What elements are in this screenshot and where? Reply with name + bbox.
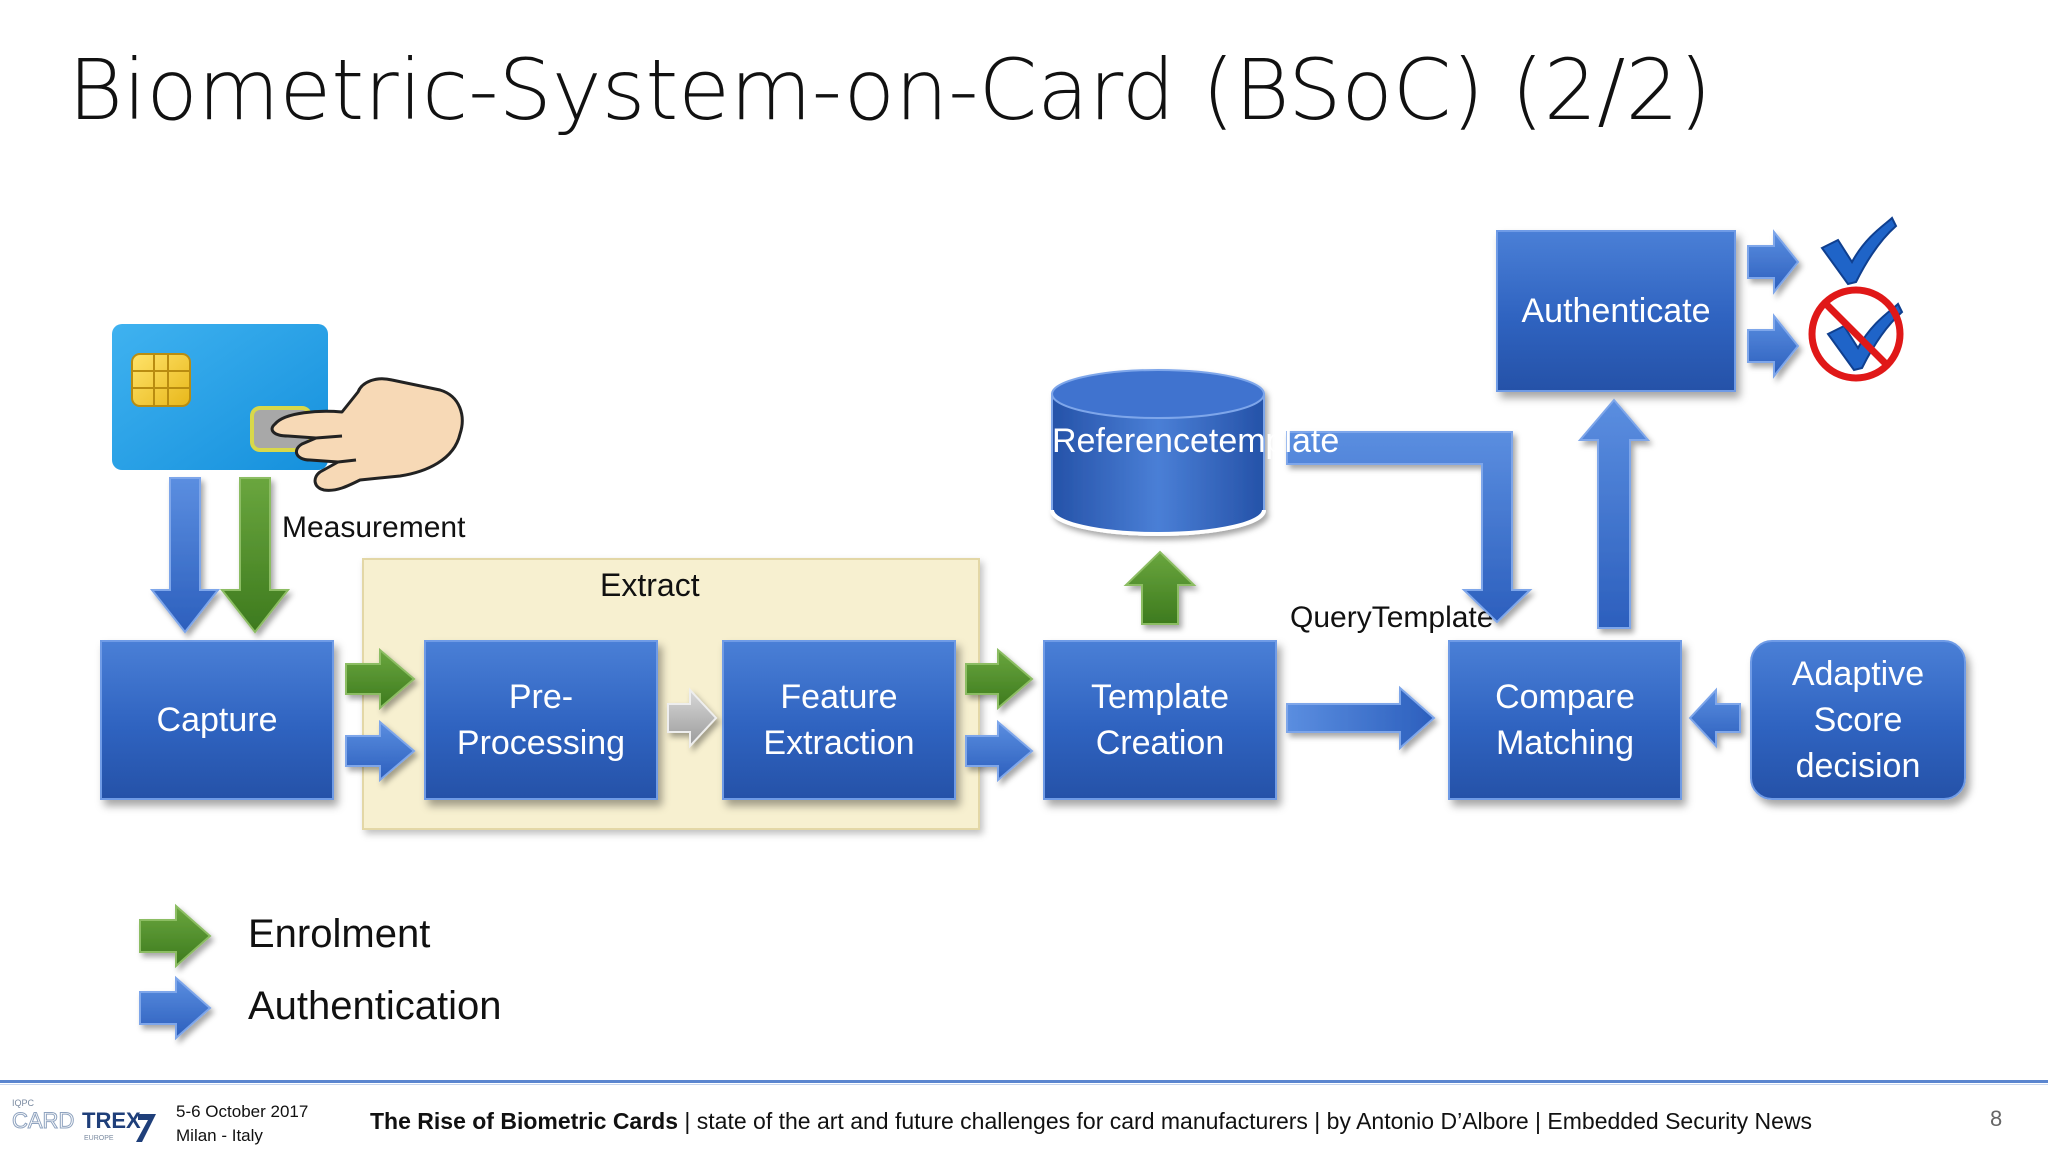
- label-line: Authenticate: [1521, 292, 1711, 330]
- enrolment-arrow-right: [965, 647, 1034, 711]
- label-line: Extraction: [763, 724, 915, 762]
- chip-icon: [131, 353, 191, 407]
- svg-text:EUROPE: EUROPE: [84, 1135, 114, 1142]
- checkmark-icon: [1820, 216, 1898, 286]
- label-line: Template: [1091, 678, 1229, 716]
- extract-label: Extract: [600, 567, 700, 603]
- authentication-arrow-right-long: [1286, 685, 1436, 751]
- enrolment-arrow-right: [345, 647, 416, 711]
- measurement-label: Measurement: [282, 511, 466, 544]
- capture-block: Capture: [100, 640, 334, 800]
- query-template-label: QueryTemplate: [1290, 597, 1493, 638]
- event-date: 5-6 October 2017 Milan - Italy: [176, 1102, 309, 1145]
- cardtrex-logo: IQPC CARD TREX EUROPE: [12, 1098, 156, 1142]
- authentication-arrow-up: [1577, 398, 1651, 629]
- authentication-arrow-down: [149, 477, 221, 634]
- label-line: Template: [1371, 601, 1494, 634]
- authentication-arrow-left: [1688, 687, 1741, 749]
- legend-authentication-arrow: [139, 975, 212, 1041]
- authentication-arrow-reject: [1747, 313, 1800, 379]
- label-line: Query: [1290, 601, 1372, 634]
- footer-divider-light: [0, 1084, 2048, 1085]
- label-line: decision: [1795, 747, 1921, 785]
- authenticate-block: Authenticate: [1496, 230, 1736, 392]
- shared-arrow-right: [667, 687, 718, 749]
- enrolment-arrow-up: [1123, 550, 1197, 625]
- authentication-arrow-right: [345, 719, 416, 783]
- pre-processing-block: Pre- Processing: [424, 640, 658, 800]
- legend-authentication-label: Authentication: [248, 984, 502, 1028]
- authentication-arrow-elbow: [1286, 431, 1533, 624]
- enrolment-arrow-down: [219, 477, 291, 634]
- label-line: Reference: [1052, 422, 1209, 460]
- page-number: 8: [1990, 1106, 2003, 1131]
- rejected-checkmark-icon: [1808, 286, 1904, 382]
- label-line: Creation: [1095, 724, 1225, 762]
- legend-enrolment-label: Enrolment: [248, 912, 431, 956]
- reference-template-label: Referencetemplate: [1052, 418, 1339, 464]
- label-line: template: [1208, 422, 1340, 460]
- page-title: Biometric-System-on-Card (BSoC) (2/2): [68, 41, 1712, 139]
- finger-hand-icon: [270, 377, 464, 492]
- authentication-arrow-accept: [1747, 229, 1800, 295]
- diagram-arrows: [139, 216, 1904, 1041]
- smart-card-icon: [112, 324, 464, 492]
- footer-talk-info: The Rise of Biometric Cards | state of t…: [370, 1108, 1813, 1134]
- authentication-arrow-right: [965, 719, 1034, 783]
- footer-divider: [0, 1080, 2048, 1083]
- svg-text:TREX: TREX: [82, 1108, 141, 1133]
- label-line: Score: [1813, 701, 1903, 739]
- reference-template-database: [1050, 369, 1266, 536]
- svg-text:CARD: CARD: [12, 1108, 74, 1133]
- label-line: Compare: [1495, 678, 1635, 716]
- label-line: Adaptive: [1791, 655, 1925, 693]
- label-line: Matching: [1496, 724, 1634, 762]
- legend-enrolment-arrow: [139, 903, 212, 969]
- label-line: Processing: [456, 724, 626, 762]
- label-line: Capture: [156, 701, 278, 739]
- svg-text:IQPC: IQPC: [12, 1098, 35, 1108]
- label-line: Feature: [780, 678, 898, 716]
- label-line: Pre-: [508, 678, 574, 716]
